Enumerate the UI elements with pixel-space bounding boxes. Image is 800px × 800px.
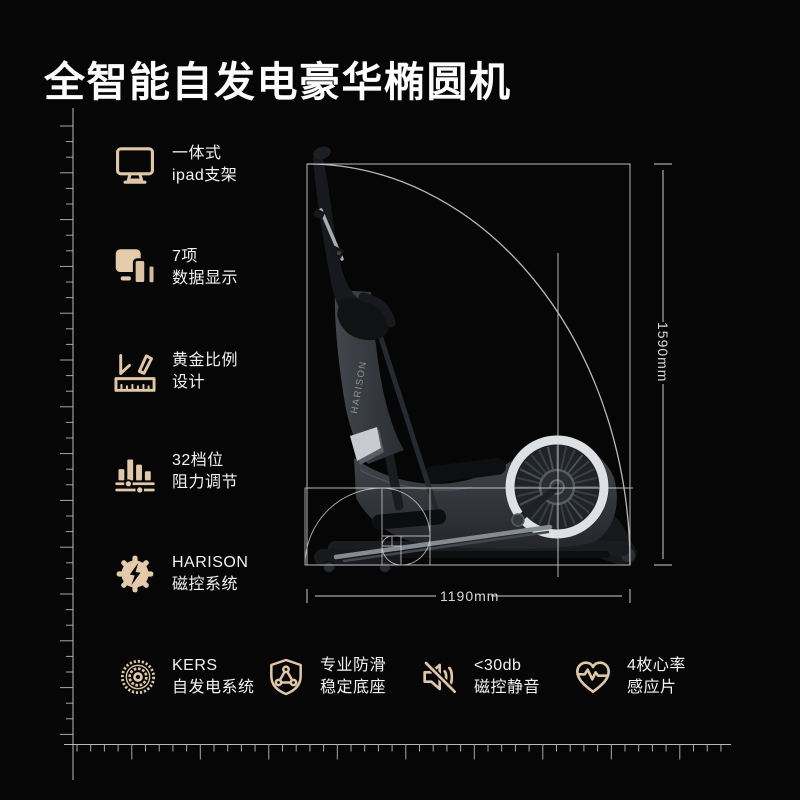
feature-line2: 数据显示 <box>172 270 239 287</box>
fibonacci-grid <box>304 487 431 566</box>
feature-line2: 磁控静音 <box>474 679 541 696</box>
feature-line1: 32档位 <box>172 452 224 469</box>
machine-handlebar-neck <box>313 150 375 332</box>
elliptical-machine-illustration: HARISON <box>313 146 637 573</box>
feature-line1: 一体式 <box>172 145 222 162</box>
feature-resistance: 32档位 阻力调节 <box>112 449 238 495</box>
machine-front-foot <box>314 549 402 566</box>
fibonacci-spiral <box>304 487 431 566</box>
heart-rate-icon <box>576 661 610 693</box>
feature-line1: 4枚心率 <box>627 657 686 674</box>
feature-heart-rate: 4枚心率 感应片 <box>573 655 686 699</box>
feature-line2: 感应片 <box>627 679 677 696</box>
golden-arc <box>306 163 631 566</box>
width-dimension-label: 1190mm <box>440 588 500 604</box>
feature-ipad-stand: 一体式 ipad支架 <box>112 142 237 188</box>
feature-golden-ratio: 黄金比例 设计 <box>112 349 238 395</box>
feature-line2: 磁控系统 <box>172 576 239 593</box>
feature-line2: 自发电系统 <box>172 679 255 696</box>
feature-quiet: <30db 磁控静音 <box>420 655 540 699</box>
feature-line2: 设计 <box>172 374 206 391</box>
flywheel-icon <box>120 659 156 695</box>
feature-line1: KERS <box>172 657 218 674</box>
feature-magnetic-system: HARISON 磁控系统 <box>112 551 248 597</box>
gear-bolt-icon <box>116 555 154 593</box>
feature-stable-base: 专业防滑 稳定底座 <box>266 655 386 699</box>
golden-ratio-icon <box>114 354 156 392</box>
feature-kers: KERS 自发电系统 <box>118 655 255 699</box>
bottom-ruler-ticks <box>76 744 722 760</box>
page-title: 全智能自发电豪华椭圆机 <box>44 59 512 105</box>
feature-line1: 专业防滑 <box>320 657 387 674</box>
bounding-rect <box>306 163 631 566</box>
resistance-icon <box>115 459 155 494</box>
feature-line1: 黄金比例 <box>172 352 239 369</box>
feature-line1: <30db <box>474 657 522 674</box>
golden-ratio-overlay <box>304 163 633 577</box>
height-dimension-label: 1590mm <box>655 322 671 383</box>
screens-icon <box>115 249 156 285</box>
mute-icon <box>423 660 458 695</box>
feature-line1: 7项 <box>172 248 198 265</box>
feature-line1: HARISON <box>172 554 249 571</box>
left-ruler-ticks <box>60 125 73 735</box>
monitor-icon <box>116 147 154 184</box>
feature-line2: 阻力调节 <box>172 474 239 491</box>
shield-icon <box>270 658 302 696</box>
feature-line2: 稳定底座 <box>320 679 387 696</box>
feature-line2: ipad支架 <box>172 167 238 184</box>
feature-data-display: 7项 数据显示 <box>112 245 238 291</box>
dimension-lines <box>306 163 672 603</box>
